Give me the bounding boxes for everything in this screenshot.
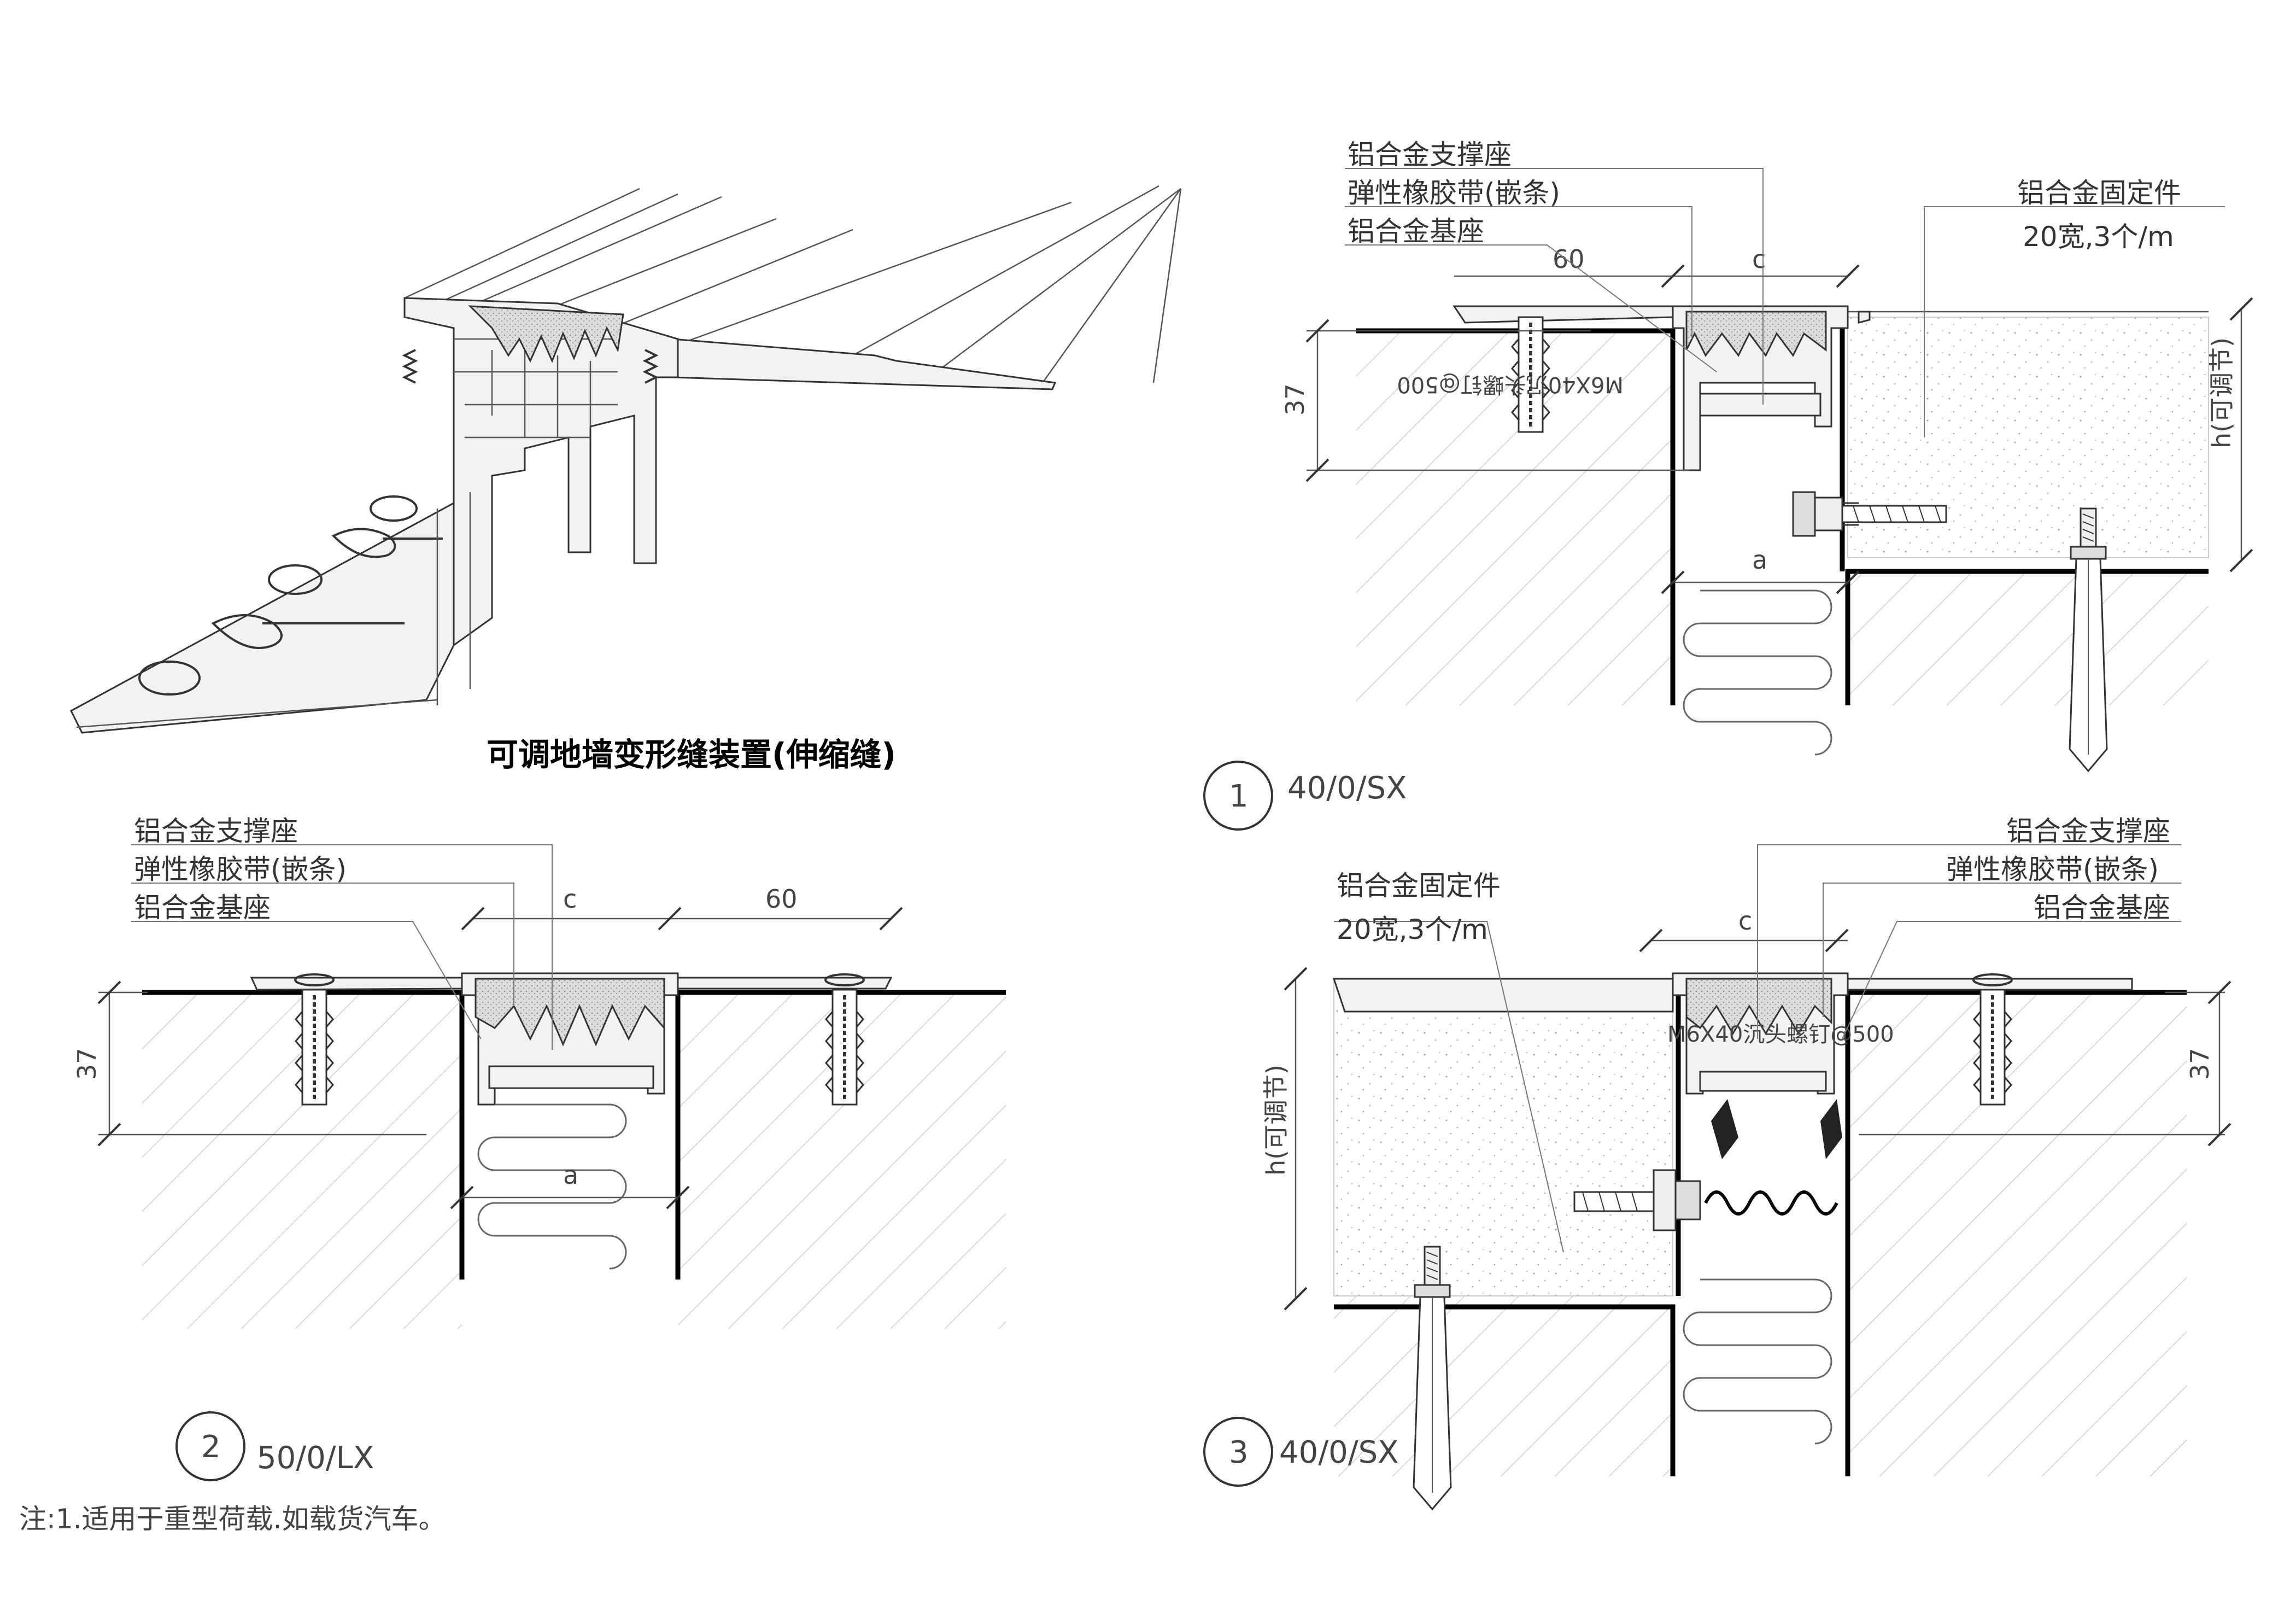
detail-2-callout: 2 50/0/LX [175, 1411, 374, 1481]
footnote: 注:1.适用于重型荷载.如载货汽车。 [19, 1503, 446, 1535]
drawing-title: 可调地墙变形缝装置(伸缩缝) [487, 736, 896, 773]
d3-label-fixer-spec: 20宽,3个/m [1337, 914, 1488, 945]
dim-h-3: h(可调节) [1261, 1065, 1291, 1176]
detail-3-code: 40/0/SX [1279, 1435, 1399, 1470]
d2-label-rubber: 弹性橡胶带(嵌条) [134, 854, 347, 885]
detail-2-code: 50/0/LX [257, 1440, 374, 1476]
d2-label-base: 铝合金基座 [134, 892, 271, 924]
screw-note-1: M6X40沉头螺钉@500 [1397, 372, 1624, 397]
isometric-view [70, 185, 1182, 734]
dim-60-2: 60 [765, 884, 798, 914]
detail-1-code: 40/0/SX [1287, 770, 1407, 806]
d3-label-rubber: 弹性橡胶带(嵌条) [1946, 854, 2159, 885]
dim-37-3: 37 [2185, 1048, 2215, 1080]
d1-label-rubber: 弹性橡胶带(嵌条) [1348, 177, 1560, 209]
d1-label-fixer-spec: 20宽,3个/m [2023, 221, 2174, 253]
dim-c-2: c [563, 884, 577, 914]
detail-1: 37 h(可调节) 60 c a M6X40沉头螺钉@500 [1280, 168, 2253, 772]
fixing-bolt-3 [1573, 1169, 1701, 1231]
detail-2: 37 c 60 a [72, 844, 1006, 1329]
dim-c-3: c [1738, 906, 1752, 936]
dim-37-2: 37 [72, 1048, 102, 1080]
dim-a-1: a [1752, 545, 1767, 575]
dim-c-1: c [1752, 244, 1766, 274]
fixing-bolt-1 [1792, 491, 1947, 537]
detail-3-number: 3 [1229, 1435, 1249, 1470]
d1-label-fixer: 铝合金固定件 [2017, 177, 2181, 209]
detail-2-number: 2 [201, 1429, 221, 1465]
d3-label-base: 铝合金基座 [2034, 892, 2170, 924]
dim-a-2: a [563, 1160, 578, 1190]
detail-1-number: 1 [1229, 779, 1249, 814]
detail-3-callout: 3 40/0/SX [1203, 1417, 1399, 1487]
d2-label-support: 铝合金支撑座 [134, 815, 298, 847]
dim-h-1: h(可调节) [2207, 337, 2236, 448]
dim-37-1: 37 [1280, 383, 1310, 416]
d1-label-base: 铝合金基座 [1348, 215, 1484, 247]
d1-label-support: 铝合金支撑座 [1348, 139, 1512, 171]
detail-1-callout: 1 40/0/SX [1203, 761, 1407, 831]
detail-3: h(可调节) 37 c M6X40沉头螺钉@500 [1261, 844, 2231, 1510]
screw-note-3: M6X40沉头螺钉@500 [1667, 1022, 1894, 1047]
d3-label-support: 铝合金支撑座 [2006, 815, 2170, 847]
d3-label-fixer: 铝合金固定件 [1337, 870, 1501, 902]
